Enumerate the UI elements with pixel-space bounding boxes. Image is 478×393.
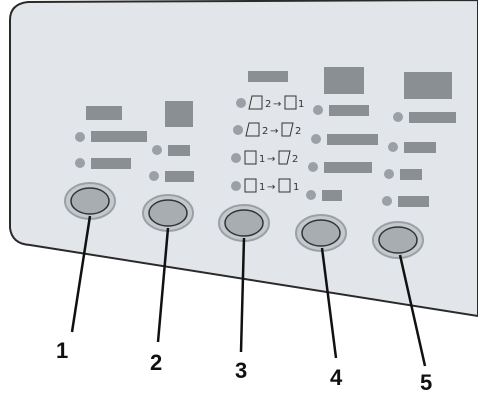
group-2 [142, 101, 194, 232]
group-2-led-1 [152, 145, 162, 155]
duplex-led-4 [231, 181, 241, 191]
group-4-led-3 [308, 162, 318, 172]
duplex-from: 2 [262, 126, 268, 137]
group-5-led-1 [393, 112, 403, 122]
duplex-from: 2 [265, 99, 271, 110]
group-5-label-1 [409, 112, 456, 123]
callout-number-4: 4 [330, 365, 343, 390]
group-4-led-2 [311, 134, 321, 144]
callout-line-2 [156, 227, 170, 343]
duplex-led-2 [233, 125, 243, 135]
callout-number-1: 1 [56, 338, 68, 363]
group-1-led-1 [75, 132, 85, 142]
duplex-from: 1 [259, 182, 265, 193]
page-icon [244, 150, 257, 165]
group-2-header [165, 101, 193, 127]
page-icon [245, 122, 260, 137]
group-1-header [86, 106, 122, 120]
group-5-label-2 [404, 142, 436, 153]
group-1-label-2 [91, 158, 131, 169]
duplex-mode-2-2: 2 → 2 [233, 122, 301, 137]
group-4-label-4 [322, 190, 342, 201]
group-4-label-2 [327, 134, 378, 145]
duplex-from: 1 [259, 154, 265, 165]
callout-number-3: 3 [235, 358, 247, 383]
callout-number-2: 2 [150, 350, 162, 375]
callout-line-1 [70, 215, 92, 333]
group-5 [372, 72, 456, 259]
duplex-mode-1-2: 1 → 2 [231, 150, 298, 165]
duplex-mode-2-1: 2 → 1 [236, 95, 304, 110]
group-4-header [324, 67, 364, 94]
group-5-led-2 [388, 142, 398, 152]
button-4[interactable] [295, 214, 347, 252]
arrow-icon: → [273, 99, 281, 110]
duplex-to: 2 [295, 126, 301, 137]
duplex-to: 2 [292, 154, 298, 165]
duplex-led-3 [231, 153, 241, 163]
group-3-header [248, 71, 288, 82]
group-5-label-3 [400, 169, 422, 180]
group-5-label-4 [398, 196, 429, 207]
arrow-icon: → [270, 126, 278, 137]
callout-line-3 [239, 237, 246, 353]
button-5[interactable] [372, 221, 424, 259]
callout-number-5: 5 [420, 370, 432, 393]
callout-lines [70, 215, 427, 367]
page-icon [284, 95, 297, 110]
page-icon [278, 178, 291, 193]
button-3[interactable] [218, 204, 270, 242]
duplex-mode-1-1: 1 → 1 [231, 178, 299, 193]
group-5-led-3 [384, 169, 394, 179]
group-4-label-1 [329, 105, 369, 116]
button-2[interactable] [142, 194, 194, 232]
duplex-to: 1 [293, 182, 299, 193]
callout-line-5 [398, 254, 427, 367]
group-2-label-2 [165, 171, 194, 182]
group-1-led-2 [75, 158, 85, 168]
duplex-led-1 [236, 98, 246, 108]
duplex-to: 1 [298, 99, 304, 110]
arrow-icon: → [267, 182, 275, 193]
page-icon [278, 150, 291, 165]
page-icon [281, 122, 294, 137]
arrow-icon: → [267, 154, 275, 165]
group-4-led-1 [313, 105, 323, 115]
callout-line-4 [320, 247, 338, 359]
group-5-header [404, 72, 452, 99]
page-icon [248, 95, 263, 110]
group-1-label-1 [91, 131, 147, 142]
button-1[interactable] [64, 182, 116, 220]
group-4-label-3 [324, 162, 372, 173]
group-2-led-2 [149, 171, 159, 181]
page-icon [244, 178, 257, 193]
group-4 [295, 67, 378, 252]
group-5-led-4 [382, 196, 392, 206]
group-4-led-4 [306, 190, 316, 200]
group-2-label-1 [168, 145, 190, 156]
